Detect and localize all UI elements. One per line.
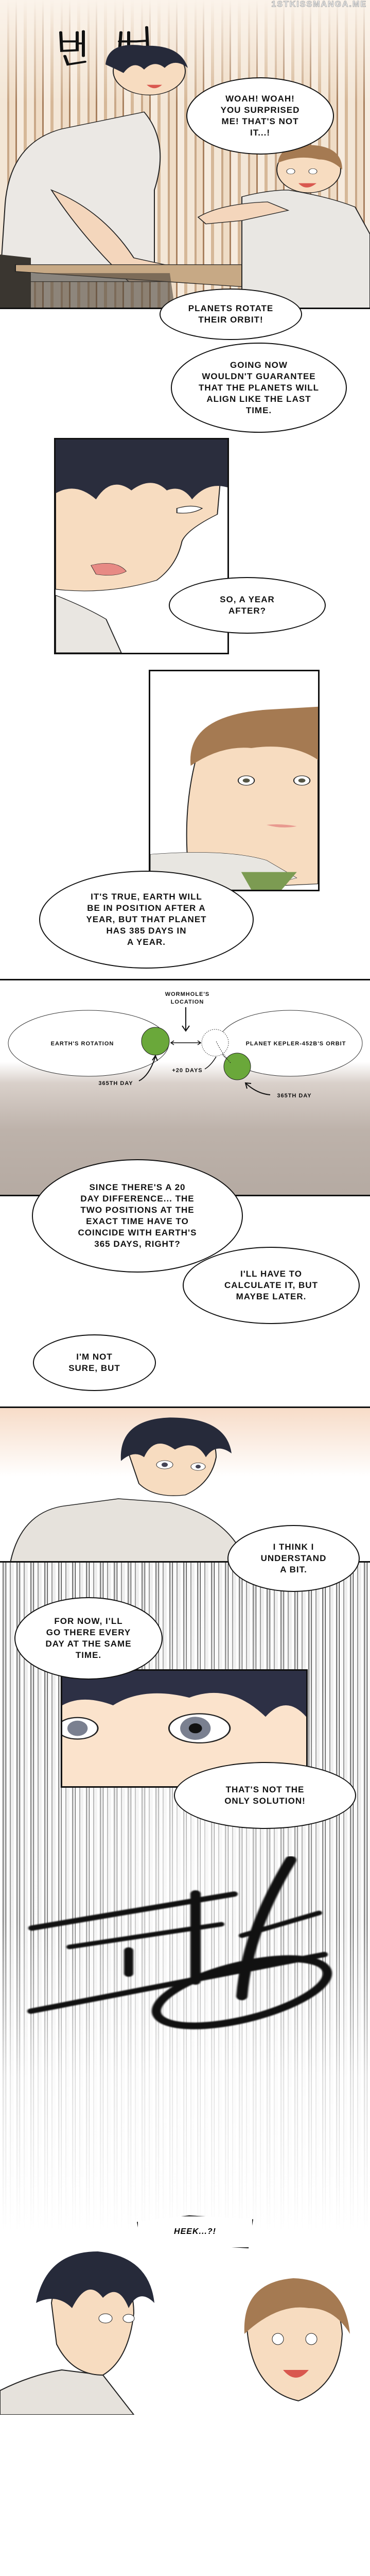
arrow-icon xyxy=(204,1056,217,1070)
double-arrow-icon xyxy=(170,1040,202,1045)
speech-bubble-calculate: I'LL HAVE TO CALCULATE IT, BUT MAYBE LAT… xyxy=(183,1247,360,1324)
dark-hair-face xyxy=(56,439,227,653)
speech-bubble-not-only: THAT'S NOT THE ONLY SOLUTION! xyxy=(174,1762,356,1829)
arrow-icon xyxy=(138,1054,158,1081)
bubble-text: I THINK I UNDERSTAND A BIT. xyxy=(260,1542,327,1574)
bubble-text: SINCE THERE'S A 20 DAY DIFFERENCE... THE… xyxy=(78,1182,197,1249)
orbit-diagram-panel: WORMHOLE'S LOCATION EARTH'S ROTATION PLA… xyxy=(0,979,370,1196)
bubble-text: I'LL HAVE TO CALCULATE IT, BUT MAYBE LAT… xyxy=(224,1269,318,1301)
character-brown-hair xyxy=(244,2278,350,2402)
wormhole-label-2: LOCATION xyxy=(171,999,204,1005)
orbit-diagram: WORMHOLE'S LOCATION EARTH'S ROTATION PLA… xyxy=(8,991,363,1099)
bubble-text: GOING NOW WOULDN'T GUARANTEE THAT THE PL… xyxy=(198,360,320,415)
bubble-text: I'M NOT SURE, BUT xyxy=(68,1352,120,1373)
bubble-text: IT'S TRUE, EARTH WILL BE IN POSITION AFT… xyxy=(86,892,207,947)
arrow-icon xyxy=(244,1082,271,1095)
bubble-text: WOAH! WOAH! YOU SURPRISED ME! THAT'S NOT… xyxy=(220,94,300,138)
kepler-orbit-label: PLANET KEPLER-452B'S ORBIT xyxy=(246,1041,346,1047)
kepler-position-icon xyxy=(223,1053,251,1080)
speech-bubble-year-after: SO, A YEAR AFTER? xyxy=(169,577,326,634)
dark-hair-character xyxy=(10,1417,242,1561)
classroom-scene xyxy=(0,26,370,308)
speech-bubble-since-there: SINCE THERE'S A 20 DAY DIFFERENCE... THE… xyxy=(32,1159,243,1273)
watermark: 1STKISSMANGA.ME xyxy=(271,0,367,9)
speech-bubble-woah: WOAH! WOAH! YOU SURPRISED ME! THAT'S NOT… xyxy=(186,77,334,155)
eyes-closeup xyxy=(62,1671,306,1744)
panel-brown-hair-closeup xyxy=(149,670,320,891)
brown-hair-face xyxy=(150,706,318,890)
bubble-text: PLANETS ROTATE THEIR ORBIT! xyxy=(188,303,274,325)
wormhole-position-icon xyxy=(201,1029,229,1057)
bubble-text: SO, A YEAR AFTER? xyxy=(220,595,275,616)
character-dark-hair xyxy=(0,45,202,308)
speech-bubble-its-true: IT'S TRUE, EARTH WILL BE IN POSITION AFT… xyxy=(39,871,254,969)
panel-classroom xyxy=(0,0,370,309)
speech-bubble-planets-rotate: PLANETS ROTATE THEIR ORBIT! xyxy=(160,289,302,340)
bubble-text: FOR NOW, I'LL GO THERE EVERY DAY AT THE … xyxy=(45,1616,132,1660)
kepler-day-label: 365TH DAY xyxy=(277,1093,311,1099)
earth-day-label: 365TH DAY xyxy=(98,1080,133,1087)
speech-bubble-not-sure: I'M NOT SURE, BUT xyxy=(33,1334,156,1391)
wormhole-label: WORMHOLE'S xyxy=(165,991,210,997)
earth-orbit-label: EARTH'S ROTATION xyxy=(51,1041,114,1047)
speech-bubble-going-now: GOING NOW WOULDN'T GUARANTEE THAT THE PL… xyxy=(171,343,347,433)
wormhole-arrow-icon xyxy=(182,1007,190,1032)
bottom-characters xyxy=(0,2251,350,2415)
bubble-text: THAT'S NOT THE ONLY SOLUTION! xyxy=(224,1785,306,1806)
bubble-text: HEEK...?! xyxy=(174,2227,216,2236)
speech-bubble-for-now: FOR NOW, I'LL GO THERE EVERY DAY AT THE … xyxy=(14,1597,163,1680)
character-brown-hair xyxy=(197,145,370,308)
earth-position-icon xyxy=(141,1027,170,1056)
character-dark-hair xyxy=(0,2251,154,2415)
speech-bubble-understand: I THINK I UNDERSTAND A BIT. xyxy=(227,1525,360,1592)
speech-bubble-heek: HEEK...?! xyxy=(137,2215,253,2248)
sfx-pop xyxy=(27,1856,332,2029)
plus-days-label: +20 DAYS xyxy=(172,1067,202,1074)
panel-dark-hair-closeup xyxy=(54,438,229,654)
